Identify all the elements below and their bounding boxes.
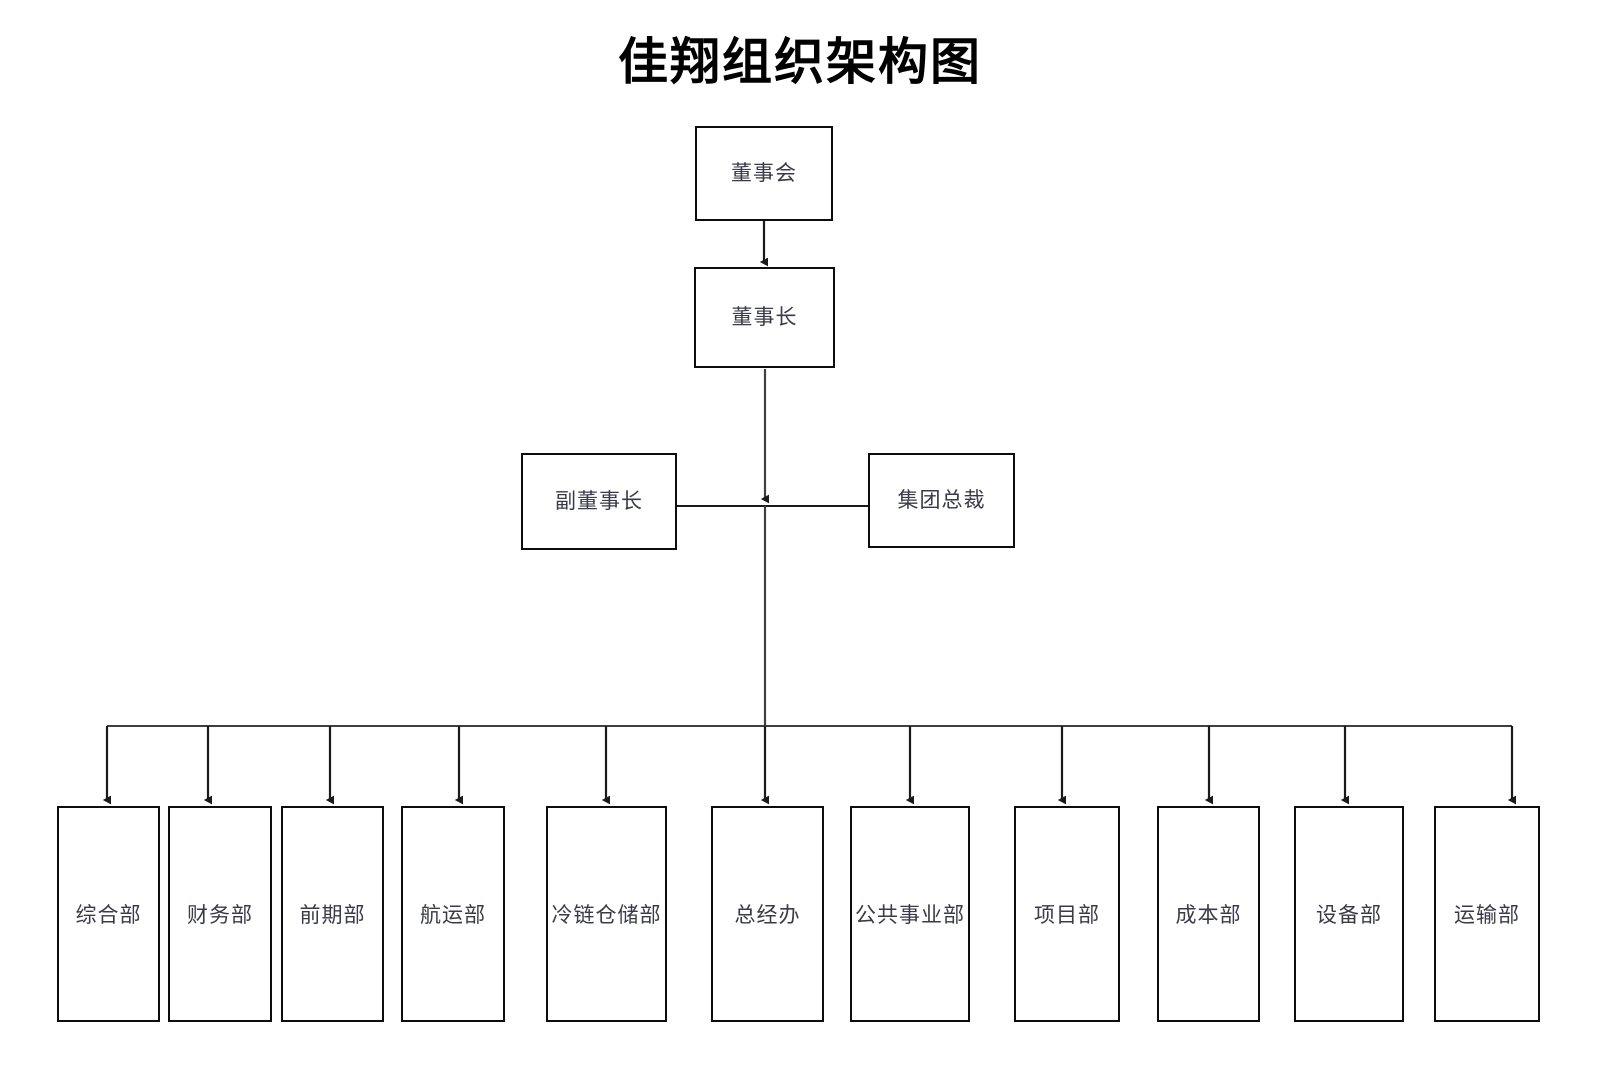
node-chairman[interactable]: 董事长: [694, 267, 835, 368]
node-label: 成本部: [1175, 903, 1242, 927]
node-label: 运输部: [1454, 903, 1520, 927]
node-label: 董事会: [731, 160, 797, 185]
node-department-qianqibu[interactable]: 前期部: [281, 806, 384, 1022]
node-department-gonggong-shiyebu[interactable]: 公共事业部: [850, 806, 970, 1022]
node-board-of-directors[interactable]: 董事会: [695, 126, 833, 221]
node-label: 前期部: [299, 903, 366, 927]
node-label: 财务部: [187, 903, 253, 927]
node-label: 设备部: [1316, 903, 1382, 927]
node-department-lenglian-cangchubu[interactable]: 冷链仓储部: [546, 806, 667, 1022]
node-label: 综合部: [75, 903, 142, 927]
node-department-caiwubu[interactable]: 财务部: [168, 806, 272, 1022]
page-title: 佳翔组织架构图: [618, 34, 982, 90]
node-vice-chairman[interactable]: 副董事长: [521, 453, 677, 550]
node-label: 公共事业部: [855, 903, 965, 927]
node-label: 航运部: [420, 903, 486, 927]
node-label: 集团总裁: [897, 487, 986, 512]
node-department-yunshubu[interactable]: 运输部: [1434, 806, 1540, 1022]
node-department-xiangmubu[interactable]: 项目部: [1014, 806, 1120, 1022]
node-group-president[interactable]: 集团总裁: [868, 453, 1015, 548]
node-label: 副董事长: [555, 488, 643, 513]
node-label: 董事长: [731, 304, 798, 329]
node-department-hangyunbu[interactable]: 航运部: [401, 806, 505, 1022]
node-label: 总经办: [734, 903, 801, 927]
node-label: 项目部: [1034, 903, 1100, 927]
node-department-zonghebu[interactable]: 综合部: [57, 806, 160, 1022]
node-label: 冷链仓储部: [551, 903, 662, 927]
node-department-zongjingban[interactable]: 总经办: [711, 806, 824, 1022]
node-department-chengbenbu[interactable]: 成本部: [1157, 806, 1260, 1022]
node-department-shebeibu[interactable]: 设备部: [1294, 806, 1404, 1022]
